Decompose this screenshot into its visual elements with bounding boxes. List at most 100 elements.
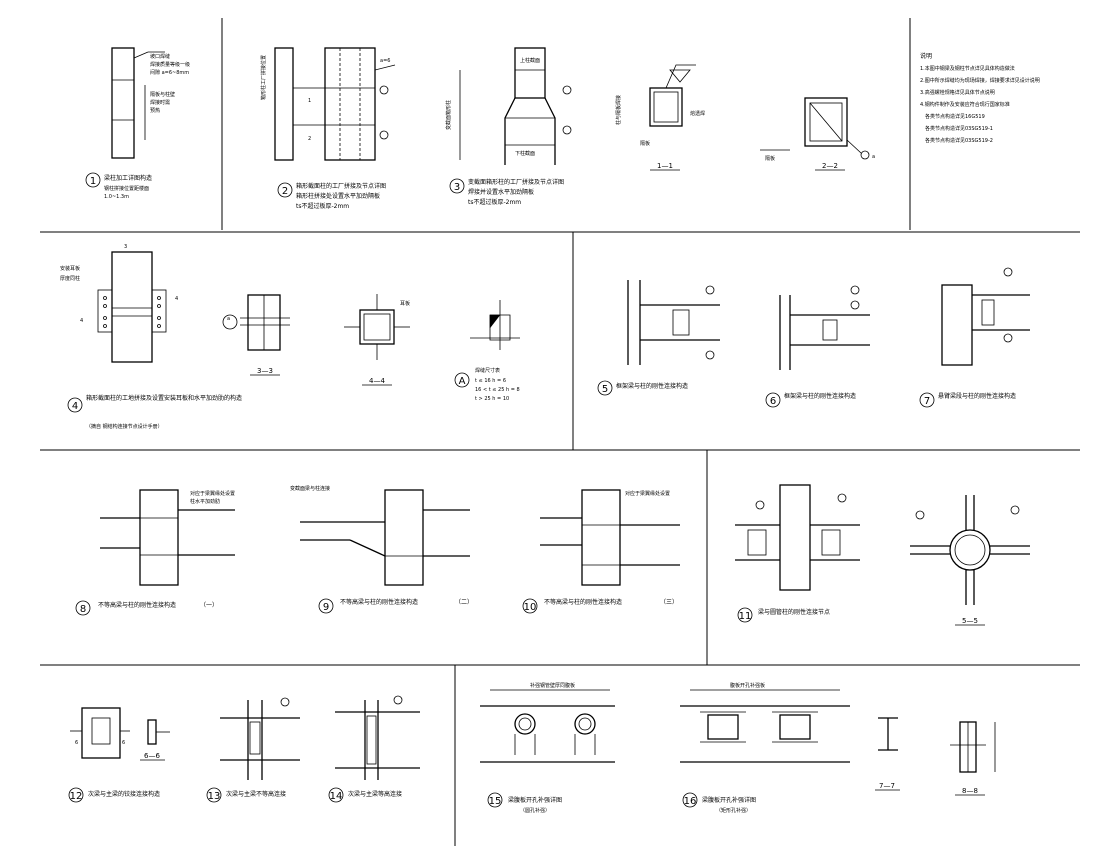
svg-text:对应于梁翼缘处设置: 对应于梁翼缘处设置 xyxy=(625,490,670,497)
detail-6-number: 6 xyxy=(770,396,776,407)
section-4-4-label: 4—4 xyxy=(369,377,385,385)
svg-text:柱与隔板焊接: 柱与隔板焊接 xyxy=(615,95,622,125)
svg-text:隔板与柱壁: 隔板与柱壁 xyxy=(150,91,175,98)
detail-8-tag: （一） xyxy=(200,602,218,609)
svg-text:1: 1 xyxy=(308,98,311,104)
detail-1-number: 1 xyxy=(90,176,96,187)
table-A-title: 焊缝尺寸表 xyxy=(475,367,500,374)
svg-text:4: 4 xyxy=(175,296,178,302)
section-8-8: 8—8 xyxy=(950,721,996,796)
detail-3-sub: ts不超过板厚-2mm xyxy=(468,198,521,206)
svg-text:4: 4 xyxy=(80,318,83,324)
detail-16-sub: （矩形孔补强） xyxy=(716,807,751,814)
table-A-row-1: t ≤ 16 h = 6 xyxy=(475,378,506,384)
svg-text:变截面梁与柱连接: 变截面梁与柱连接 xyxy=(290,485,330,492)
section-1-1: 柱与隔板焊接 熔透焊 隔板 1—1 xyxy=(615,64,705,171)
detail-8: 对应于梁翼缘处设置 柱水平加劲肋 8 不等高梁与柱的刚性连接构造 （一） xyxy=(75,489,235,616)
detail-A-label: A xyxy=(459,376,466,387)
section-7-7: 7—7 xyxy=(875,717,900,791)
notes-item-5: 各类节点构造详见16G519 xyxy=(925,113,985,120)
svg-text:对应于梁翼缘处设置: 对应于梁翼缘处设置 xyxy=(190,490,235,497)
detail-7-title: 悬臂梁段与柱的刚性连接构造 xyxy=(938,392,1016,400)
svg-text:1.0~1.3m: 1.0~1.3m xyxy=(104,194,129,200)
section-2-2: 隔板 a 2—2 xyxy=(760,97,875,171)
detail-4: 3 安装耳板 厚度同柱 4 4 4 箱形截面柱的工地拼接及设置安装耳板和水平加劲… xyxy=(60,244,242,430)
detail-16-title: 梁腹板开孔补强详图 xyxy=(702,796,756,804)
detail-3-title: 变截面箱形柱的工厂拼接及节点详图 xyxy=(468,178,564,186)
detail-16: 腹板开孔补强板 16 梁腹板开孔补强详图 （矩形孔补强） xyxy=(680,682,850,814)
notes-item-6: 各类节点构造详见03SG519-1 xyxy=(925,125,993,132)
notes-item-7: 各类节点构造详见03SG519-2 xyxy=(925,137,993,144)
svg-text:焊接时需: 焊接时需 xyxy=(150,99,170,106)
section-7-7-label: 7—7 xyxy=(879,782,895,790)
detail-12: 6 6 6—6 12 次梁与主梁的铰接连接构造 xyxy=(68,707,170,803)
detail-13-number: 13 xyxy=(208,791,221,802)
notes-title: 说明 xyxy=(920,52,932,60)
svg-text:焊接质量等级一级: 焊接质量等级一级 xyxy=(150,61,190,68)
svg-text:2: 2 xyxy=(308,136,311,142)
svg-text:钢柱拼接位置距楼面: 钢柱拼接位置距楼面 xyxy=(104,185,149,192)
detail-10-tag: （三） xyxy=(660,599,678,606)
detail-3: 变截面箱形柱 上柱截面 下柱截面 3 变截面箱形柱的工厂拼接及节点详图 焊接并设… xyxy=(445,47,572,206)
detail-9-title: 不等高梁与柱的刚性连接构造 xyxy=(340,598,418,606)
notes-block: 说明 1.本图中钢梁及钢柱节点详见具体构造做法 2.图中所示焊缝均为现场焊接，焊… xyxy=(920,52,1040,144)
section-5-5: 5—5 xyxy=(910,495,1030,626)
svg-text:变截面箱形柱: 变截面箱形柱 xyxy=(445,100,452,130)
svg-text:a: a xyxy=(872,154,875,160)
detail-14-title: 次梁与主梁等高连接 xyxy=(348,790,402,798)
detail-11-number: 11 xyxy=(739,611,752,622)
notes-item-3: 3.高强螺栓规格详见具体节点说明 xyxy=(920,89,995,96)
svg-text:预热: 预热 xyxy=(150,107,160,114)
svg-text:3: 3 xyxy=(124,244,127,250)
section-5-5-label: 5—5 xyxy=(962,617,978,625)
svg-text:6: 6 xyxy=(75,740,78,746)
detail-3-number: 3 xyxy=(454,182,460,193)
svg-text:补强钢管壁厚同腹板: 补强钢管壁厚同腹板 xyxy=(530,682,575,689)
detail-16-number: 16 xyxy=(684,796,697,807)
detail-13-title: 次梁与主梁不等高连接 xyxy=(226,790,286,798)
detail-5-title: 框架梁与柱的刚性连接构造 xyxy=(616,382,688,390)
table-A-row-3: t > 25 h = 10 xyxy=(475,396,509,402)
detail-11: 11 梁与圆管柱的刚性连接节点 xyxy=(735,484,860,623)
detail-4-title: 箱形截面柱的工地拼接及设置安装耳板和水平加劲肋的构造 xyxy=(86,394,242,402)
svg-text:坡口焊缝: 坡口焊缝 xyxy=(150,53,170,60)
detail-15-sub: （圆孔补强） xyxy=(520,807,550,814)
detail-10: 对应于梁翼缘处设置 10 不等高梁与柱的刚性连接构造 （三） xyxy=(522,489,680,614)
table-A-row-2: 16 < t ≤ 25 h = 8 xyxy=(475,387,520,393)
detail-11-title: 梁与圆管柱的刚性连接节点 xyxy=(758,608,830,616)
svg-text:间隙 a=6~8mm: 间隙 a=6~8mm xyxy=(150,69,189,76)
detail-7: 7 悬臂梁段与柱的刚性连接构造 xyxy=(919,267,1030,408)
section-3-3: a 3—3 xyxy=(222,294,290,376)
detail-5-number: 5 xyxy=(602,384,608,395)
section-2-2-label: 2—2 xyxy=(822,162,838,170)
detail-A: A 焊缝尺寸表 t ≤ 16 h = 6 16 < t ≤ 25 h = 8 t… xyxy=(454,300,520,402)
svg-text:a=6: a=6 xyxy=(380,58,390,64)
svg-text:熔透焊: 熔透焊 xyxy=(690,110,705,117)
svg-text:腹板开孔补强板: 腹板开孔补强板 xyxy=(730,682,765,689)
svg-text:柱水平加劲肋: 柱水平加劲肋 xyxy=(190,498,220,505)
svg-text:隔板: 隔板 xyxy=(765,155,775,162)
detail-15-number: 15 xyxy=(489,796,502,807)
detail-5: 5 框架梁与柱的刚性连接构造 xyxy=(597,280,720,396)
section-6-6-label: 6—6 xyxy=(144,752,160,760)
detail-13: 13 次梁与主梁不等高连接 xyxy=(206,697,300,803)
detail-7-number: 7 xyxy=(924,396,930,407)
detail-9-tag: （二） xyxy=(455,599,473,606)
notes-item-1: 1.本图中钢梁及钢柱节点详见具体构造做法 xyxy=(920,65,1015,72)
detail-9-number: 9 xyxy=(323,602,329,613)
detail-15: 补强钢管壁厚同腹板 15 梁腹板开孔补强详图 （圆孔补强） xyxy=(480,682,615,814)
section-1-1-label: 1—1 xyxy=(657,162,673,170)
detail-1-title: 梁柱加工详图构造 xyxy=(104,174,152,182)
detail-6: 6 框架梁与柱的刚性连接构造 xyxy=(765,285,870,408)
detail-2-number: 2 xyxy=(282,186,288,197)
svg-text:焊接并设置水平加劲隔板: 焊接并设置水平加劲隔板 xyxy=(468,188,534,196)
detail-12-title: 次梁与主梁的铰接连接构造 xyxy=(88,790,160,798)
svg-text:安装耳板: 安装耳板 xyxy=(60,265,80,272)
svg-text:a: a xyxy=(227,316,230,322)
detail-4-number: 4 xyxy=(72,401,78,412)
svg-text:隔板: 隔板 xyxy=(640,140,650,147)
detail-2-sub: ts不超过板厚-2mm xyxy=(296,202,349,210)
detail-4-sub: （摘自 钢结构连接节点设计手册） xyxy=(86,423,163,430)
detail-8-number: 8 xyxy=(80,604,86,615)
